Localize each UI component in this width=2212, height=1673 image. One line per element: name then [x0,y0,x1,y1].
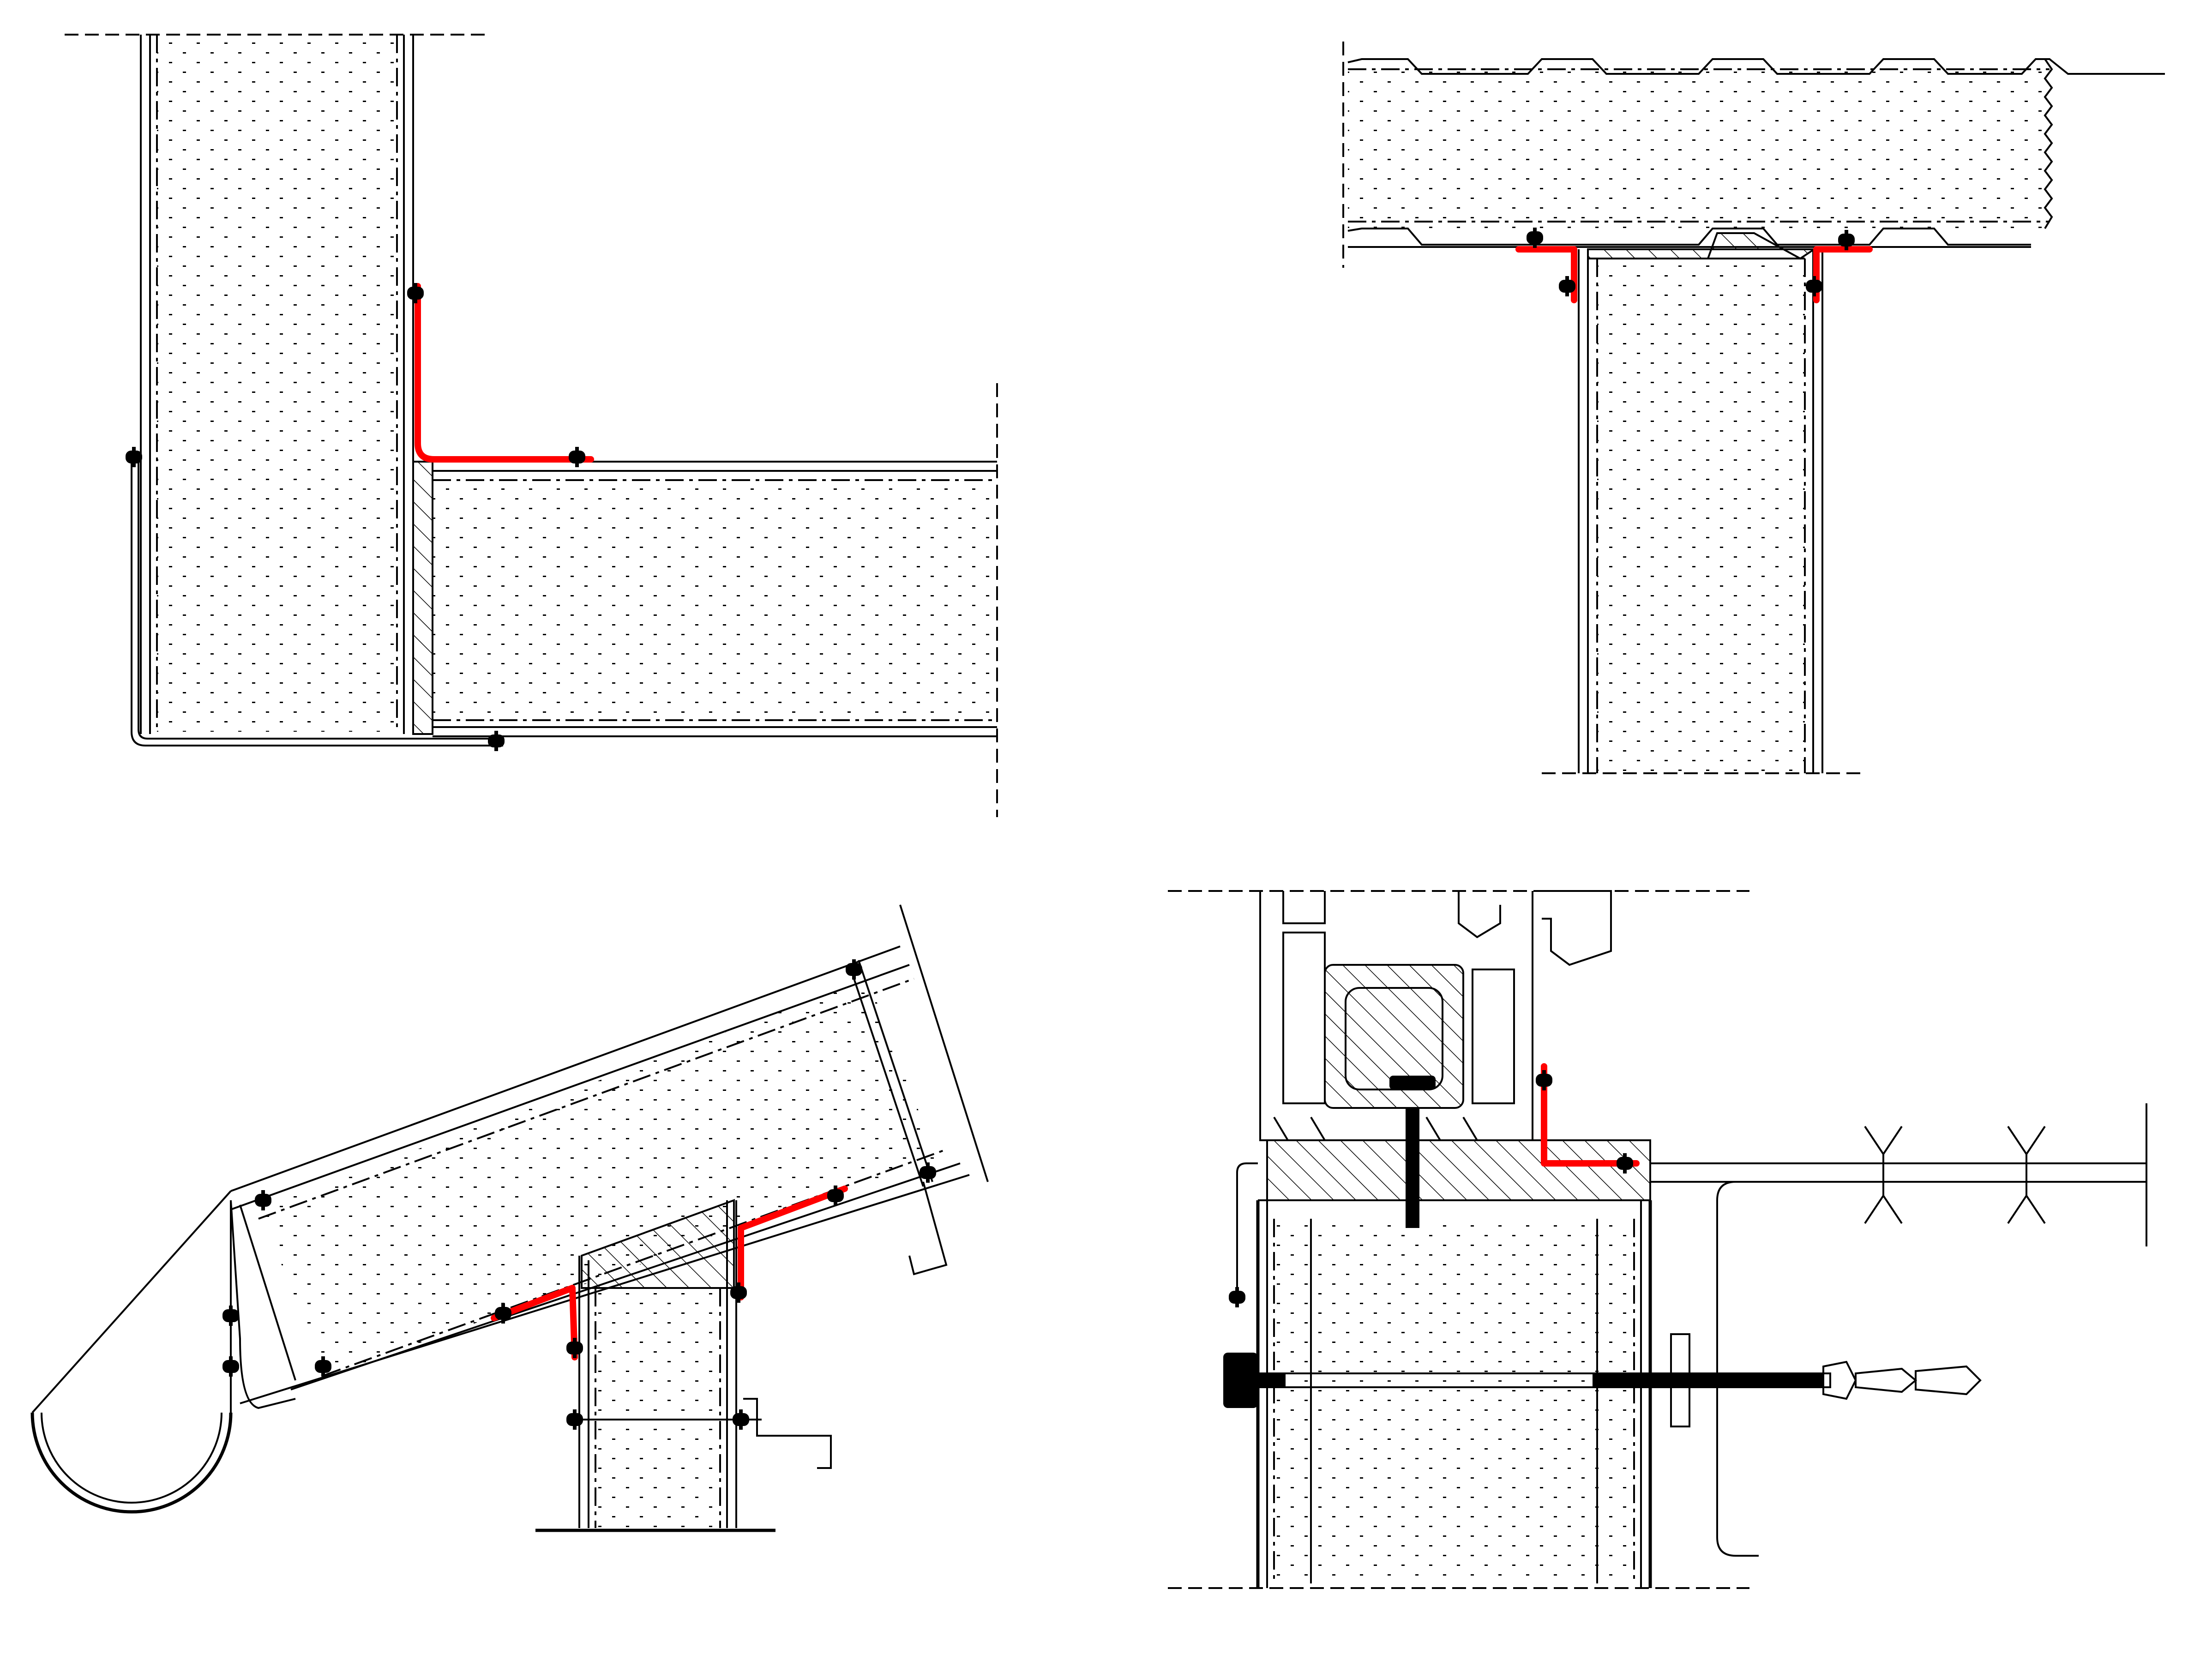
rivet-icon [566,1409,583,1430]
column-core [595,1288,720,1528]
frame-screw [1406,1108,1419,1228]
wall-panel-core [1274,1219,1634,1583]
right-junction-flashing [1813,246,1873,303]
horizontal-panel-core [433,480,996,720]
detail-wall-floor-corner [65,34,998,817]
support-icon [1864,1125,1903,1224]
panel-cut-edge [2044,58,2053,229]
rivet-icon [1536,1070,1552,1090]
window-profile [1259,890,1612,1141]
gutter [30,1412,233,1514]
window-sill-flashing [1541,1063,1640,1167]
hatched-sill [1266,1139,1651,1201]
detail-sloped-roof-gutter [30,904,989,1532]
detail-roof-wall-junction [1342,42,2165,774]
rivet-icon [407,283,424,303]
roof-panel-core [1348,67,2050,231]
rivet-icon [566,1338,583,1358]
corner-flashing [415,283,594,463]
rivet-icon [222,1306,239,1326]
anchor-nut-icon [1223,1353,1258,1408]
hatched-filler [412,461,433,735]
rivet-icon [920,1162,936,1183]
hatched-bearer [1587,232,1817,260]
anchor-drill-tip-icon [1822,1360,1982,1400]
vertical-panel-core [157,35,397,732]
rivet-icon [126,447,142,467]
rivet-icon [488,731,505,751]
wall-panel-core [1597,259,1805,771]
support-icon [2007,1125,2046,1224]
rivet-icon [1229,1287,1245,1307]
detail-window-frame-anchor [1168,890,2147,1589]
right-bearer-flashing [738,1186,848,1300]
left-bearer-flashing [491,1285,578,1360]
rivet-icon [222,1356,239,1377]
rivet-icon [733,1409,749,1430]
sloped-panel-core [258,979,937,1376]
rivet-icon [1806,276,1822,296]
rivet-icon [569,447,585,467]
